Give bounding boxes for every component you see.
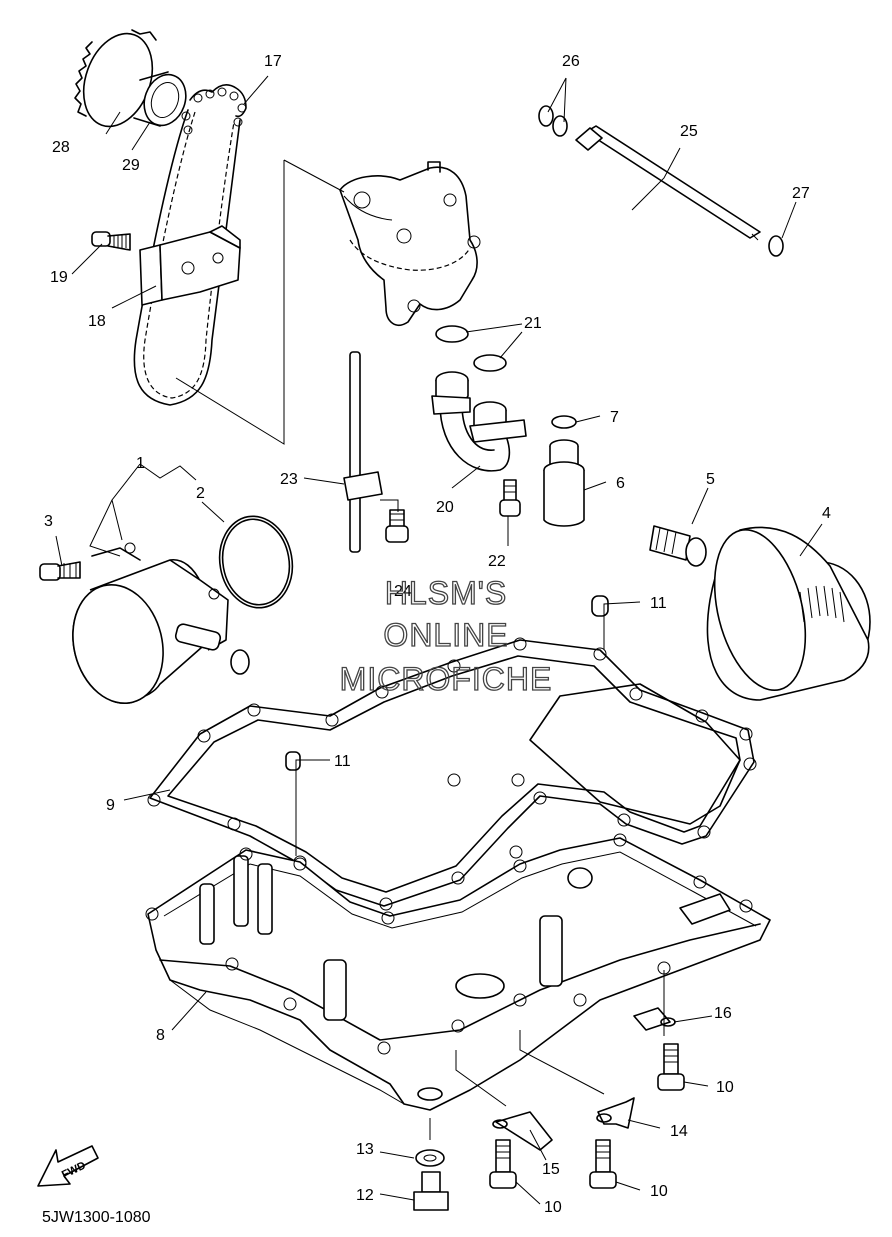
o-ring-part-2[interactable]	[213, 510, 300, 613]
relief-valve-part-6[interactable]	[543, 439, 585, 527]
callout-11b: 11	[334, 753, 351, 770]
clamp-part-16[interactable]	[633, 1007, 676, 1031]
callout-28: 28	[52, 139, 70, 156]
o-ring-part-7[interactable]	[551, 415, 577, 429]
bolt-part-24[interactable]	[385, 509, 409, 543]
oil-strainer-pipe-part-25[interactable]	[575, 125, 761, 241]
callout-27: 27	[792, 185, 810, 202]
callout-labels: 1 2 3 4 5 6 7 8 9 10 10 10 11 11 12 13 1…	[44, 53, 831, 1216]
callout-10b: 10	[544, 1199, 562, 1216]
union-bolt-part-5[interactable]	[649, 525, 707, 567]
leader-lines	[55, 75, 823, 1205]
callout-3: 3	[44, 513, 53, 530]
o-ring-part-21[interactable]	[435, 325, 507, 372]
callout-18: 18	[88, 313, 106, 330]
drain-bolt-part-12[interactable]	[413, 1171, 449, 1211]
callout-15: 15	[542, 1161, 560, 1178]
gasket-part-13[interactable]	[415, 1149, 445, 1167]
bearing-part-29[interactable]	[133, 69, 193, 132]
watermark-line-1: HLSM'S	[385, 575, 507, 611]
callout-25: 25	[680, 123, 698, 140]
callout-2: 2	[196, 485, 205, 502]
callout-13: 13	[356, 1141, 374, 1158]
callout-26: 26	[562, 53, 580, 70]
callout-7: 7	[610, 409, 619, 426]
o-ring-part-26[interactable]	[538, 105, 568, 137]
callout-17: 17	[264, 53, 282, 70]
callout-20: 20	[436, 499, 454, 516]
oil-cooler-part-1[interactable]	[61, 542, 250, 713]
callout-21: 21	[524, 315, 542, 332]
o-ring-part-27[interactable]	[768, 235, 784, 257]
bolt-part-3[interactable]	[39, 561, 81, 581]
fwd-label: FWD	[60, 1160, 88, 1182]
bolt-part-10[interactable]	[489, 1043, 685, 1189]
dipstick-part-23[interactable]	[343, 351, 383, 553]
callout-6: 6	[616, 475, 625, 492]
oil-pump-assembly[interactable]	[339, 161, 481, 326]
callout-10a: 10	[716, 1079, 734, 1096]
oil-pan-gasket-part-9[interactable]	[147, 637, 757, 911]
bracket-part-14[interactable]	[596, 1097, 635, 1129]
watermark: HLSM'S ONLINE MICROFICHE	[339, 574, 553, 697]
watermark-line-3: MICROFICHE	[340, 661, 553, 697]
callout-10c: 10	[650, 1183, 668, 1200]
bolt-part-19[interactable]	[91, 231, 131, 251]
bolt-part-22[interactable]	[499, 479, 521, 517]
callout-1: 1	[136, 455, 145, 472]
callout-5: 5	[706, 471, 715, 488]
oil-pipe-part-20[interactable]	[431, 371, 527, 472]
diagram-code: 5JW1300-1080	[42, 1209, 151, 1226]
callout-29: 29	[122, 157, 140, 174]
callout-14: 14	[670, 1123, 688, 1140]
callout-16: 16	[714, 1005, 732, 1022]
bracket-part-15[interactable]	[492, 1111, 553, 1151]
callout-19: 19	[50, 269, 68, 286]
callout-23: 23	[280, 471, 298, 488]
watermark-line-2: ONLINE	[383, 617, 508, 653]
callout-11a: 11	[650, 595, 667, 612]
oil-filter-part-4[interactable]	[699, 520, 871, 701]
callout-22: 22	[488, 553, 506, 570]
oil-pan-part-8[interactable]	[145, 833, 771, 1111]
chain-guide-part-18[interactable]	[139, 225, 241, 306]
fwd-arrow-icon: FWD	[37, 1145, 99, 1187]
callout-4: 4	[822, 505, 831, 522]
callout-9: 9	[106, 797, 115, 814]
callout-8: 8	[156, 1027, 165, 1044]
callout-12: 12	[356, 1187, 374, 1204]
callout-24: 24	[394, 583, 412, 600]
